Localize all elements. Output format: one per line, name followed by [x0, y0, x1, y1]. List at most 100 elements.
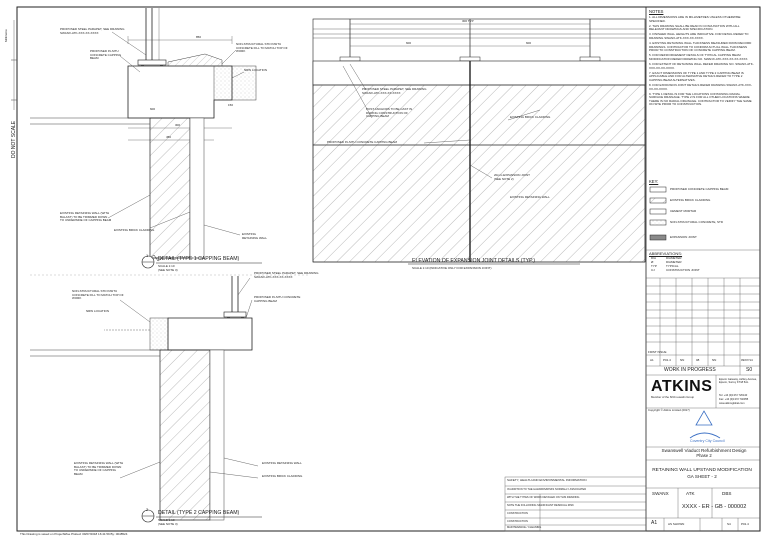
detail2-nrw-label: NRW LOCATION — [86, 309, 110, 313]
key-item-label: EXISTING BRICK CLADDING — [670, 198, 711, 202]
detail-1-geometry — [30, 8, 262, 269]
detail2-scale: SCALE 1:10 — [158, 518, 175, 522]
elevation-title: ELEVATION OF EXPANSION JOINT DETAILS (TY… — [412, 258, 536, 264]
abbr-meaning: TYPICAL — [666, 264, 679, 268]
detail2-capping-label: PROPOSED IN-SITU CONCRETE CAPPING BEAM — [254, 295, 301, 303]
detail1-dim: 450 — [166, 135, 172, 139]
note-item: 4. EXISTING RETAINING WALL THICKNESS MEA… — [649, 41, 752, 53]
atkins-tel: Tel: +44 (0)1372 726140 — [719, 394, 748, 397]
first-issue-cell: NN — [680, 358, 685, 362]
coventry-logo-icon — [695, 410, 713, 426]
elevation-cladding-label: EXISTING BRICK CLADDING — [510, 115, 551, 119]
safety-row: CONSTRUCTION — [507, 512, 528, 515]
safety-row: CONSTRUCTION — [507, 520, 528, 523]
key-item-label: NON-STRUCTURAL CONCRETE, STD — [670, 220, 724, 224]
project-title: Swanswell Viaduct Refurbishment Design — [661, 448, 747, 453]
dwg-number-line: XXXX - ER - GB - 000002 — [682, 504, 747, 510]
abbr-meaning: DIAMETER — [666, 260, 682, 264]
dwg-originator: ATK — [686, 491, 695, 496]
detail1-existing-ret-label: EXISTING RETAINING WALL — [242, 232, 268, 240]
abbr-code: CJ — [651, 268, 655, 272]
note-item: 9. TYPE 1 DETAIL IS FOR THE LOCATIONS CO… — [649, 91, 752, 107]
note-item: 3. FINISHED WALL HEIGHTS ARE INDICATIVE.… — [649, 32, 749, 40]
detail1-dim: 850 — [196, 35, 202, 39]
detail2-note: (SEE NOTE 3) — [158, 522, 178, 526]
detail1-parapet-label: PROPOSED STEEL PARAPET, SEE DRAWING SWAN… — [60, 27, 125, 35]
detail2-existing-wall-label: EXISTING RETAINING WALL (WITH BALAST) TO… — [74, 461, 124, 476]
elevation-dim: 300 TYP — [462, 19, 474, 23]
title-block-frame — [504, 7, 760, 532]
atkins-tagline: Member of the SNC-Lavalin Group — [651, 395, 695, 399]
abbreviations-heading: ABBREVIATIONS: — [649, 251, 683, 256]
elevation-parapet-label: PROPOSED STEEL PARAPET, SEE DRAWING SWAN… — [362, 87, 427, 95]
note-item: 2. THIS DRAWING SHALL BE READ IN CONJUNC… — [649, 23, 740, 32]
detail1-dim: 600 — [150, 107, 156, 111]
elevation-post-label: POST ANCHORS TO BE CAST IN DURING CONSTR… — [366, 107, 413, 119]
abbr-code: Ø — [651, 260, 654, 264]
elevation-retaining-label: EXISTING RETAINING WALL — [510, 195, 550, 199]
detail1-dim: 150 — [228, 103, 234, 107]
detail2-existing-ret-label: EXISTING RETAINING WALL — [262, 461, 302, 465]
safety-row: IN ADDITION TO THE HAZARDS/RISKS NORMALL… — [507, 488, 587, 491]
note-item: 8. FOR EXPANSION JOINT DETAILS REFER DRA… — [649, 83, 752, 91]
abbr-code: DIA — [651, 256, 657, 260]
first-issue-cell: P01.4 — [663, 358, 671, 362]
first-issue-cell: 09/07/14 — [741, 358, 753, 362]
dwg-suitability: S4 — [727, 522, 731, 526]
detail2-cladding-label: EXISTING BRICK CLADDING — [262, 474, 303, 478]
first-issue-cell: A1 — [650, 358, 654, 362]
elevation-dim: 600 — [406, 41, 412, 45]
atkins-copyright: Copyright © Atkins Limited (2017) — [648, 408, 690, 412]
detail1-existing-wall-label: EXISTING RETAINING WALL (WITH BALAST) TO… — [60, 211, 112, 223]
elevation-geometry — [312, 18, 646, 265]
detail1-capping-label: PROPOSED IN-SITU CONCRETE CAPPING BEAM — [90, 49, 122, 61]
dwg-volume: DBS — [722, 491, 732, 496]
dwg-revision: P01.4 — [741, 522, 749, 526]
first-issue-cell: NN — [712, 358, 717, 362]
detail1-cladding-label: EXISTING BRICK CLADDING — [114, 228, 155, 232]
first-issue-cell: 08 — [696, 358, 700, 362]
detail1-dim: 300 — [175, 123, 181, 127]
notes-list: 1. ALL DIMENSIONS ARE IN MILLIMETRES UNL… — [649, 15, 755, 109]
detail1-note: (SEE NOTE 3) — [158, 268, 178, 272]
do-not-scale-label: DO NOT SCALE — [11, 120, 17, 158]
status-code: S0 — [746, 367, 753, 373]
key-item-label: EXPANSION JOINT — [670, 235, 697, 239]
note-item: 1. ALL DIMENSIONS ARE IN MILLIMETRES UNL… — [649, 15, 741, 23]
detail1-nonstruct-label: NON-STRUCTURAL STD INSITU CONCRETE FILL … — [236, 42, 288, 54]
note-item: 7. EXACT DIMENSIONS OF TYPE 1 AND TYPE 2… — [649, 70, 744, 82]
dwg-size: A1 — [651, 520, 658, 526]
safety-row: WITH THE TYPES OF WORK DETAILED ON THIS … — [507, 496, 580, 499]
detail1-scale: SCALE 1:10 — [158, 264, 175, 268]
elevation-capping-label: PROPOSED IN-SITU CONCRETE CAPPING BEAM — [327, 140, 398, 144]
detail-2-geometry — [30, 276, 262, 523]
status-label: WORK IN PROGRESS — [664, 367, 716, 373]
drawing-title: RETAINING WALL UPSTAND MODIFICATION — [652, 468, 752, 473]
abbr-meaning: DIAMETER — [666, 256, 682, 260]
elevation-dim: 600 — [526, 41, 532, 45]
abbr-code: TYP — [651, 264, 657, 268]
detail2-parapet-label: PROPOSED STEEL PARAPET, SEE DRAWING SWAN… — [254, 271, 319, 279]
detail1-nrw-label: NRW LOCATION — [244, 68, 268, 72]
atkins-logo: ATKINS — [651, 378, 713, 395]
key-item-label: PROPOSED CONCRETE CAPPING BEAM — [670, 187, 729, 191]
detail1-title: DETAIL (TYPE 1 CAPPING BEAM) — [158, 256, 240, 262]
dwg-scale: AS SHOWN — [668, 522, 685, 526]
notes-heading: NOTES — [649, 9, 664, 14]
scale-bar-caption: Millimetre — [4, 29, 8, 42]
key-item-label: CEMENT MORTAR — [670, 209, 697, 213]
drawing-subtitle: GA SHEET - 2 — [687, 474, 717, 479]
client-name: Coventry City Council — [690, 439, 725, 443]
key-heading: KEY: — [649, 179, 659, 184]
dwg-project-code: SWANX — [652, 491, 669, 496]
note-item: 6. FOR EXTENT OF RETAINING WALL REFER DR… — [649, 62, 754, 70]
elevation-subtitle: SCALE 1:10 (INDICATIVE ONLY FOR EXPANSIO… — [412, 266, 492, 270]
detail1-number: 1 — [146, 253, 149, 258]
detail2-number: 2 — [146, 507, 149, 512]
detail2-title: DETAIL (TYPE 2 CAPPING BEAM) — [158, 510, 240, 516]
atkins-address: Epsom Gateway, Ashley Avenue, Epsom, Sur… — [719, 378, 757, 385]
project-phase: Phase 2 — [696, 453, 712, 458]
note-item: 5. FOR REINFORCEMENT DETAILS OF TYPICAL … — [649, 53, 749, 61]
